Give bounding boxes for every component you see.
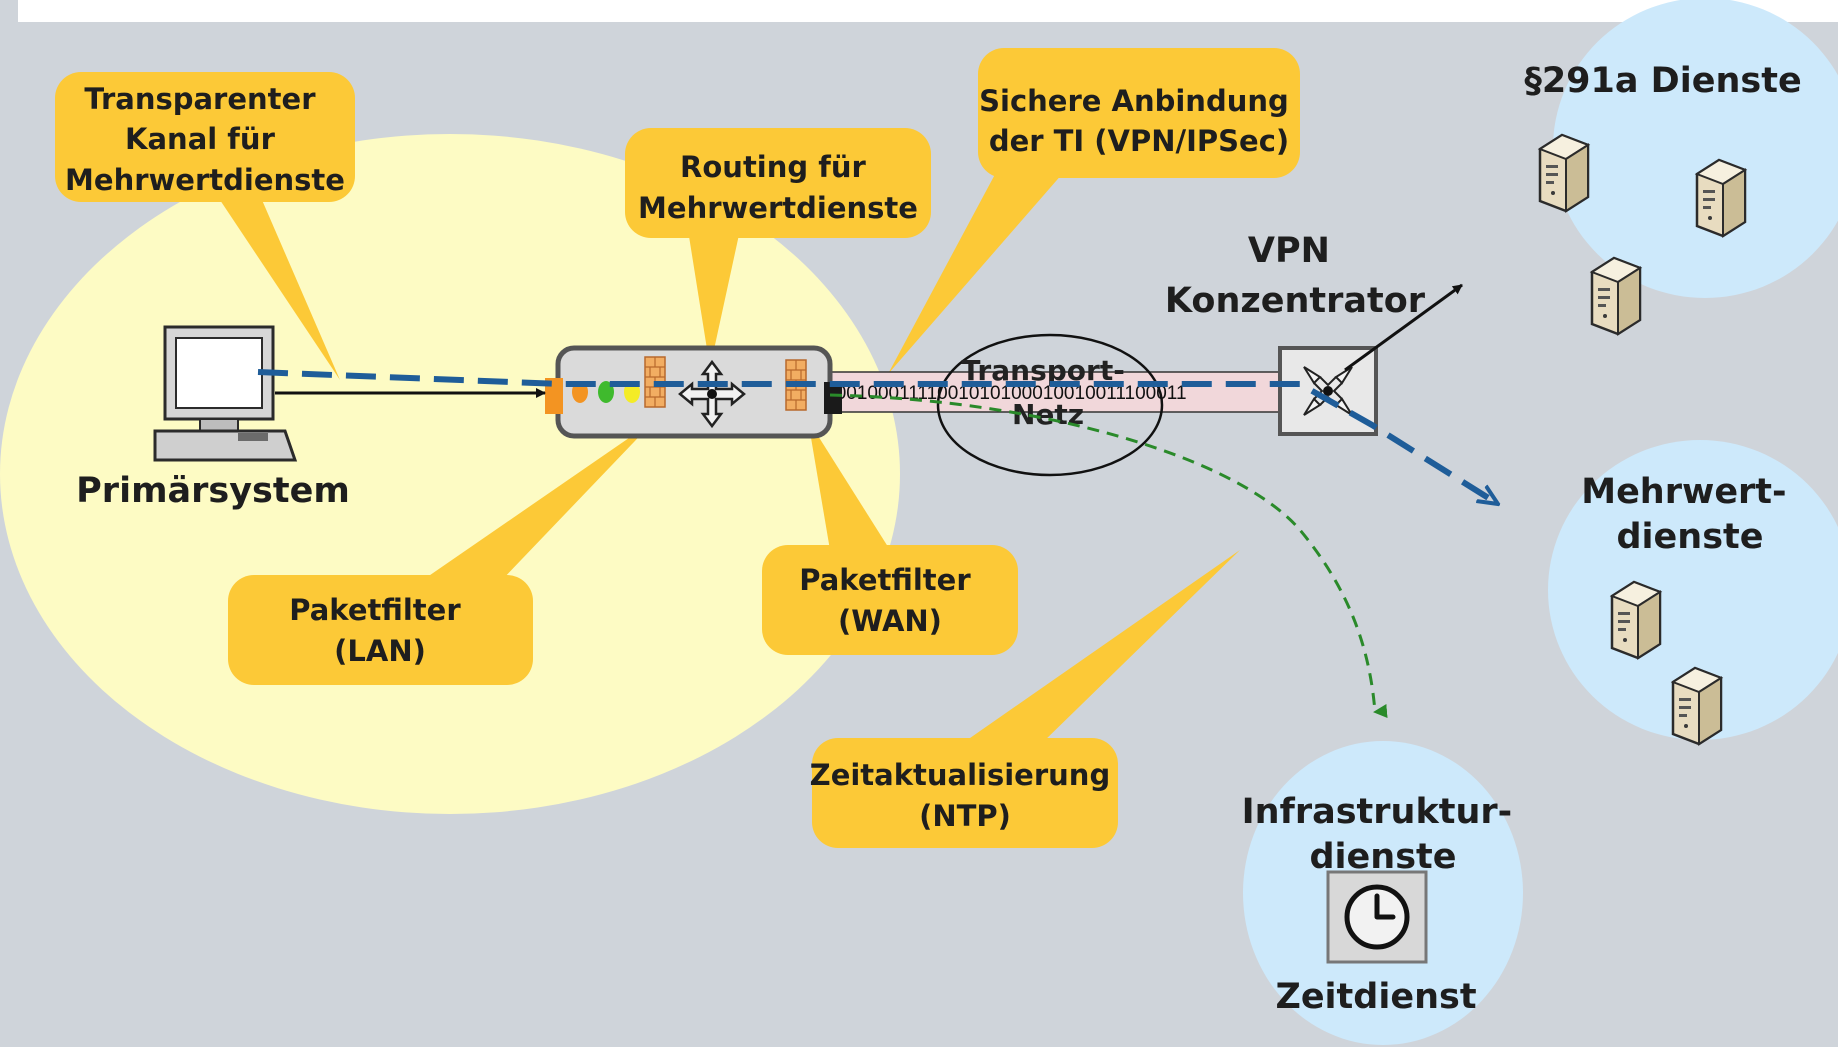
zeitdienst-label: Zeitdienst bbox=[1275, 977, 1476, 1017]
callout-transparent-line3: Mehrwertdienste bbox=[65, 163, 345, 197]
svg-text:VPN Konzentrator: VPN Konzentrator bbox=[1165, 231, 1426, 321]
value-added-service-path bbox=[257, 369, 1498, 504]
callout-routing: Routing für Mehrwertdienste bbox=[625, 128, 931, 368]
infra-label-line1: Infrastruktur- bbox=[1242, 792, 1513, 832]
svg-text:Paketfilter (WAN): Paketfilter (WAN) bbox=[799, 563, 980, 638]
service-cloud-291a bbox=[1553, 0, 1838, 298]
callout-zeitaktualisierung: Zeitaktualisierung (NTP) bbox=[810, 550, 1240, 848]
callout-transparent-line2: Kanal für bbox=[125, 122, 276, 156]
callout-routing-line2: Mehrwertdienste bbox=[638, 191, 918, 225]
server-icon bbox=[1695, 158, 1747, 238]
vpn-label-line1: VPN bbox=[1248, 231, 1330, 271]
callout-paket-lan-line1: Paketfilter bbox=[289, 593, 461, 627]
callout-transparent-line1: Transparenter bbox=[84, 82, 316, 116]
lan-port bbox=[545, 378, 563, 414]
konnektor-box bbox=[545, 345, 842, 439]
callout-transparent-channel: Transparenter Kanal für Mehrwertdienste bbox=[55, 72, 355, 380]
callout-zeit-line2: (NTP) bbox=[919, 799, 1011, 833]
callout-secure-line1: Sichere Anbindung bbox=[979, 84, 1289, 118]
computer-icon bbox=[153, 325, 298, 462]
top-bar bbox=[18, 0, 1838, 22]
vpn-label-line2: Konzentrator bbox=[1165, 281, 1426, 321]
svg-text:Transparenter Kanal fü: Transparenter Kanal für Mehrwertdienste bbox=[65, 82, 345, 197]
mehrwert-label-line2: dienste bbox=[1616, 517, 1763, 557]
transport-network bbox=[936, 333, 1164, 477]
server-icon bbox=[1610, 580, 1662, 660]
svg-text:Mehrwert- dienste: Mehrwert- dienste bbox=[1581, 472, 1799, 557]
callout-paketfilter-lan: Paketfilter (LAN) bbox=[228, 420, 655, 685]
server-icon bbox=[1671, 666, 1723, 746]
binary-stream: 0010101100010001111001010100010010011100… bbox=[742, 383, 1187, 404]
mehrwert-label-line1: Mehrwert- bbox=[1581, 472, 1786, 512]
callout-secure-line2: der TI (VPN/IPSec) bbox=[989, 124, 1289, 158]
callout-paket-wan-line1: Paketfilter bbox=[799, 563, 971, 597]
callout-paket-wan-line2: (WAN) bbox=[838, 604, 942, 638]
primaersystem-label: Primärsystem bbox=[76, 471, 350, 511]
callout-secure-connection: Sichere Anbindung der TI (VPN/IPSec) bbox=[888, 48, 1300, 374]
svg-text:Infrastruktur- dienste: Infrastruktur- dienste bbox=[1242, 792, 1525, 877]
clock-icon bbox=[1326, 870, 1428, 964]
service-cloud-mehrwert bbox=[1548, 440, 1838, 740]
dienste-291a-label: §291a Dienste bbox=[1524, 61, 1801, 101]
ntp-path bbox=[829, 393, 1388, 719]
svg-text:Paketfilter (LAN): Paketfilter (LAN) bbox=[289, 593, 470, 668]
lan-zone bbox=[0, 134, 900, 814]
server-icon bbox=[1590, 256, 1642, 336]
svg-text:Zeitaktualisierung (NT: Zeitaktualisierung (NTP) bbox=[810, 758, 1121, 833]
callout-zeit-line1: Zeitaktualisierung bbox=[810, 758, 1111, 792]
vpn-to-291a-arrow bbox=[1344, 283, 1463, 372]
svg-text:Routing für Mehrwertdi: Routing für Mehrwertdienste bbox=[638, 150, 918, 225]
callout-paketfilter-wan: Paketfilter (WAN) bbox=[762, 420, 1018, 655]
server-icon bbox=[1538, 133, 1590, 213]
callout-routing-line1: Routing für bbox=[680, 150, 866, 184]
callout-paket-lan-line2: (LAN) bbox=[334, 634, 426, 668]
svg-text:Sichere Anbindung der: Sichere Anbindung der TI (VPN/IPSec) bbox=[979, 84, 1299, 158]
infra-label-line2: dienste bbox=[1309, 837, 1456, 877]
wan-port bbox=[824, 382, 842, 414]
router-icon bbox=[678, 359, 746, 429]
